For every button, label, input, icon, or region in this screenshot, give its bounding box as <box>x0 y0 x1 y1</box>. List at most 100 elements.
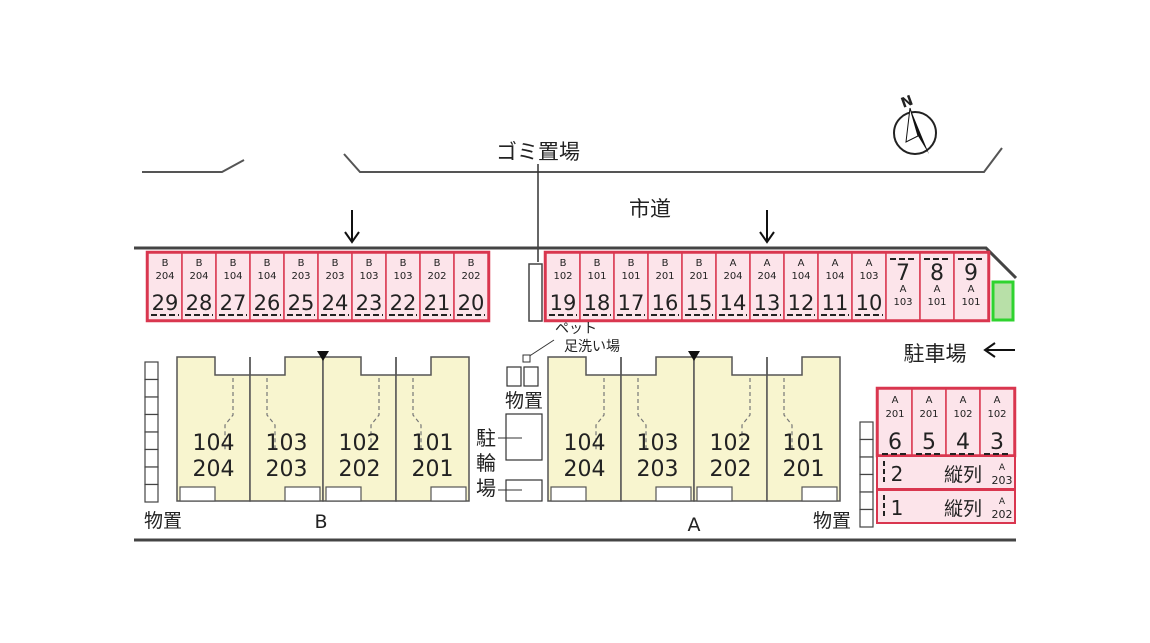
parking-space-box <box>979 388 1015 456</box>
parking-space-box <box>749 252 785 321</box>
parking-space-box <box>385 252 421 321</box>
parking-space-building: B <box>230 258 237 269</box>
entrance-marker-icon <box>317 351 329 361</box>
storage-label-left: 物置 <box>144 510 182 532</box>
parking-space-box <box>919 252 955 321</box>
parking-space-number: 2 <box>891 462 904 486</box>
parking-space-room: 101 <box>621 271 640 282</box>
parking-space-room: 104 <box>825 271 844 282</box>
parking-space-box <box>681 252 717 321</box>
parking-space-building: A <box>832 258 839 269</box>
storage-locker <box>859 421 874 441</box>
building-unit-balcony <box>284 486 321 502</box>
parking-space-room: 104 <box>791 271 810 282</box>
entrance-arrow-icon <box>344 210 360 244</box>
parking-space-number: 28 <box>186 291 213 315</box>
building-unit-balcony <box>325 486 362 502</box>
storage-locker <box>144 448 159 468</box>
parking-space-building: B <box>560 258 567 269</box>
storage-locker <box>859 473 874 493</box>
building-a-label: A <box>688 514 701 536</box>
parking-space-box <box>885 252 921 321</box>
storage-locker <box>144 483 159 503</box>
parking-space-box <box>647 252 683 321</box>
parking-space-room: 204 <box>155 271 174 282</box>
parking-space-number: 23 <box>356 291 383 315</box>
building-unit-outline <box>620 356 695 502</box>
building-unit-upper-room: 202 <box>710 457 752 482</box>
parking-space-room: 102 <box>987 409 1006 420</box>
building-unit-lower-room: 104 <box>564 431 606 456</box>
parking-space-room: 102 <box>553 271 572 282</box>
building-unit-wall <box>741 378 751 452</box>
parking-space-number: 7 <box>896 261 910 286</box>
parking-space-room: 103 <box>859 271 878 282</box>
building-unit-outline <box>249 356 324 502</box>
parking-space-box <box>181 252 217 321</box>
parking-space-number: 14 <box>720 291 747 315</box>
parking-space-box <box>453 252 489 321</box>
parking-space-number: 12 <box>788 291 815 315</box>
storage-locker <box>144 431 159 451</box>
parking-space-number: 29 <box>152 291 179 315</box>
north-label: N <box>899 93 915 112</box>
road-label: 市道 <box>629 197 671 221</box>
storage-unit <box>523 366 539 387</box>
parking-space-number: 11 <box>822 291 849 315</box>
storage-label-right: 物置 <box>813 510 851 532</box>
parking-space-number: 24 <box>322 291 349 315</box>
parking-space-number: 21 <box>424 291 451 315</box>
building-unit-lower-room: 103 <box>637 431 679 456</box>
parking-space-box <box>876 489 1016 524</box>
storage-locker <box>859 508 874 528</box>
parking-space-room: 201 <box>689 271 708 282</box>
parking-space-building: A <box>798 258 805 269</box>
parking-space-number: 1 <box>891 496 904 520</box>
building-unit-wall <box>370 378 380 452</box>
parking-space: A 104 12 <box>783 252 819 321</box>
parking-space-number: 17 <box>618 291 645 315</box>
building-unit-upper-room: 203 <box>266 457 308 482</box>
building-unit-balcony <box>430 486 467 502</box>
parking-space-box <box>715 252 751 321</box>
parking-space-room: 101 <box>961 297 980 308</box>
parking-space-box <box>249 252 285 321</box>
parking-space-room: 104 <box>223 271 242 282</box>
parking-space-building: B <box>594 258 601 269</box>
building-unit-balcony <box>550 486 587 502</box>
building-unit-upper-room: 201 <box>783 457 825 482</box>
parking-space: A 104 11 <box>817 252 853 321</box>
parking-space-box <box>876 455 1016 490</box>
parking-space-number: 16 <box>652 291 679 315</box>
parking-space-building: A <box>968 284 975 295</box>
entrance-marker-icon <box>688 351 700 361</box>
parking-space-number: 22 <box>390 291 417 315</box>
parking-space-number: 26 <box>254 291 281 315</box>
parking-space-building: A <box>926 395 933 406</box>
parking-space-building: A <box>934 284 941 295</box>
parking-group-outline <box>543 250 991 323</box>
building-unit-outline <box>395 356 470 502</box>
parking-space-number: 19 <box>550 291 577 315</box>
road-edge-left <box>142 159 245 173</box>
parking-space-building: B <box>662 258 669 269</box>
parking-space-number: 5 <box>922 430 936 455</box>
pet-wash-leader <box>527 339 555 358</box>
parking-space-building: A <box>730 258 737 269</box>
parking-space-number: 25 <box>288 291 315 315</box>
building-unit-upper-room: 204 <box>193 457 235 482</box>
parking-space-room: 103 <box>893 297 912 308</box>
